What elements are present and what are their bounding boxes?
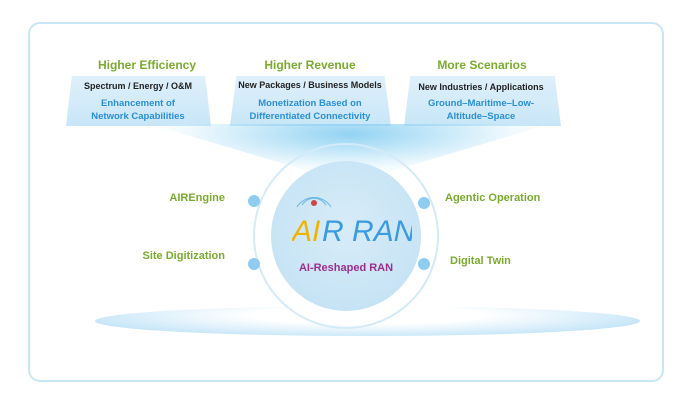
detail-line: Altitude–Space xyxy=(446,111,516,122)
detail-line: Enhancement of xyxy=(101,98,175,109)
connector-dot xyxy=(418,197,430,209)
connector-dot xyxy=(248,195,260,207)
feature-agentic-operation: Agentic Operation xyxy=(445,192,541,204)
pillar-box-scenarios xyxy=(404,76,561,126)
detail-line: Differentiated Connectivity xyxy=(249,111,371,122)
signal-waves-icon: AI R RAN xyxy=(290,197,416,248)
logo-ran: R RAN xyxy=(322,215,412,245)
pillar-detail: Enhancement of Network Capabilities xyxy=(53,97,223,123)
detail-line: Monetization Based on xyxy=(258,98,362,109)
detail-line: Ground–Maritime–Low- xyxy=(427,98,535,109)
airran-logo: AI R RAN xyxy=(290,193,416,248)
connector-dot xyxy=(248,258,260,270)
core-tagline: AI-Reshaped RAN xyxy=(298,262,394,274)
detail-line: Network Capabilities xyxy=(91,111,185,122)
diagram-frame xyxy=(28,22,664,382)
orbit-ring xyxy=(253,143,439,329)
pillar-subtitle: New Packages / Business Models xyxy=(238,80,382,90)
pillar-box-revenue xyxy=(230,76,391,126)
pillar-title-efficiency: Higher Efficiency xyxy=(97,58,197,72)
pillar-title-revenue: Higher Revenue xyxy=(264,58,356,72)
connector-dot xyxy=(418,258,430,270)
feature-airengine: AIREngine xyxy=(169,192,225,204)
pillar-detail: Monetization Based on Differentiated Conn… xyxy=(225,97,395,123)
pillar-box-efficiency xyxy=(66,76,211,126)
core-circle xyxy=(271,161,421,311)
pillar-title-scenarios: More Scenarios xyxy=(437,58,527,72)
feature-site-digitization: Site Digitization xyxy=(142,250,226,262)
feature-digital-twin: Digital Twin xyxy=(450,255,511,267)
pillar-subtitle: Spectrum / Energy / O&M xyxy=(83,81,193,91)
logo-air: AI xyxy=(292,215,320,245)
pillar-subtitle: New Industries / Applications xyxy=(418,82,544,92)
pillar-detail: Ground–Maritime–Low- Altitude–Space xyxy=(396,97,566,123)
